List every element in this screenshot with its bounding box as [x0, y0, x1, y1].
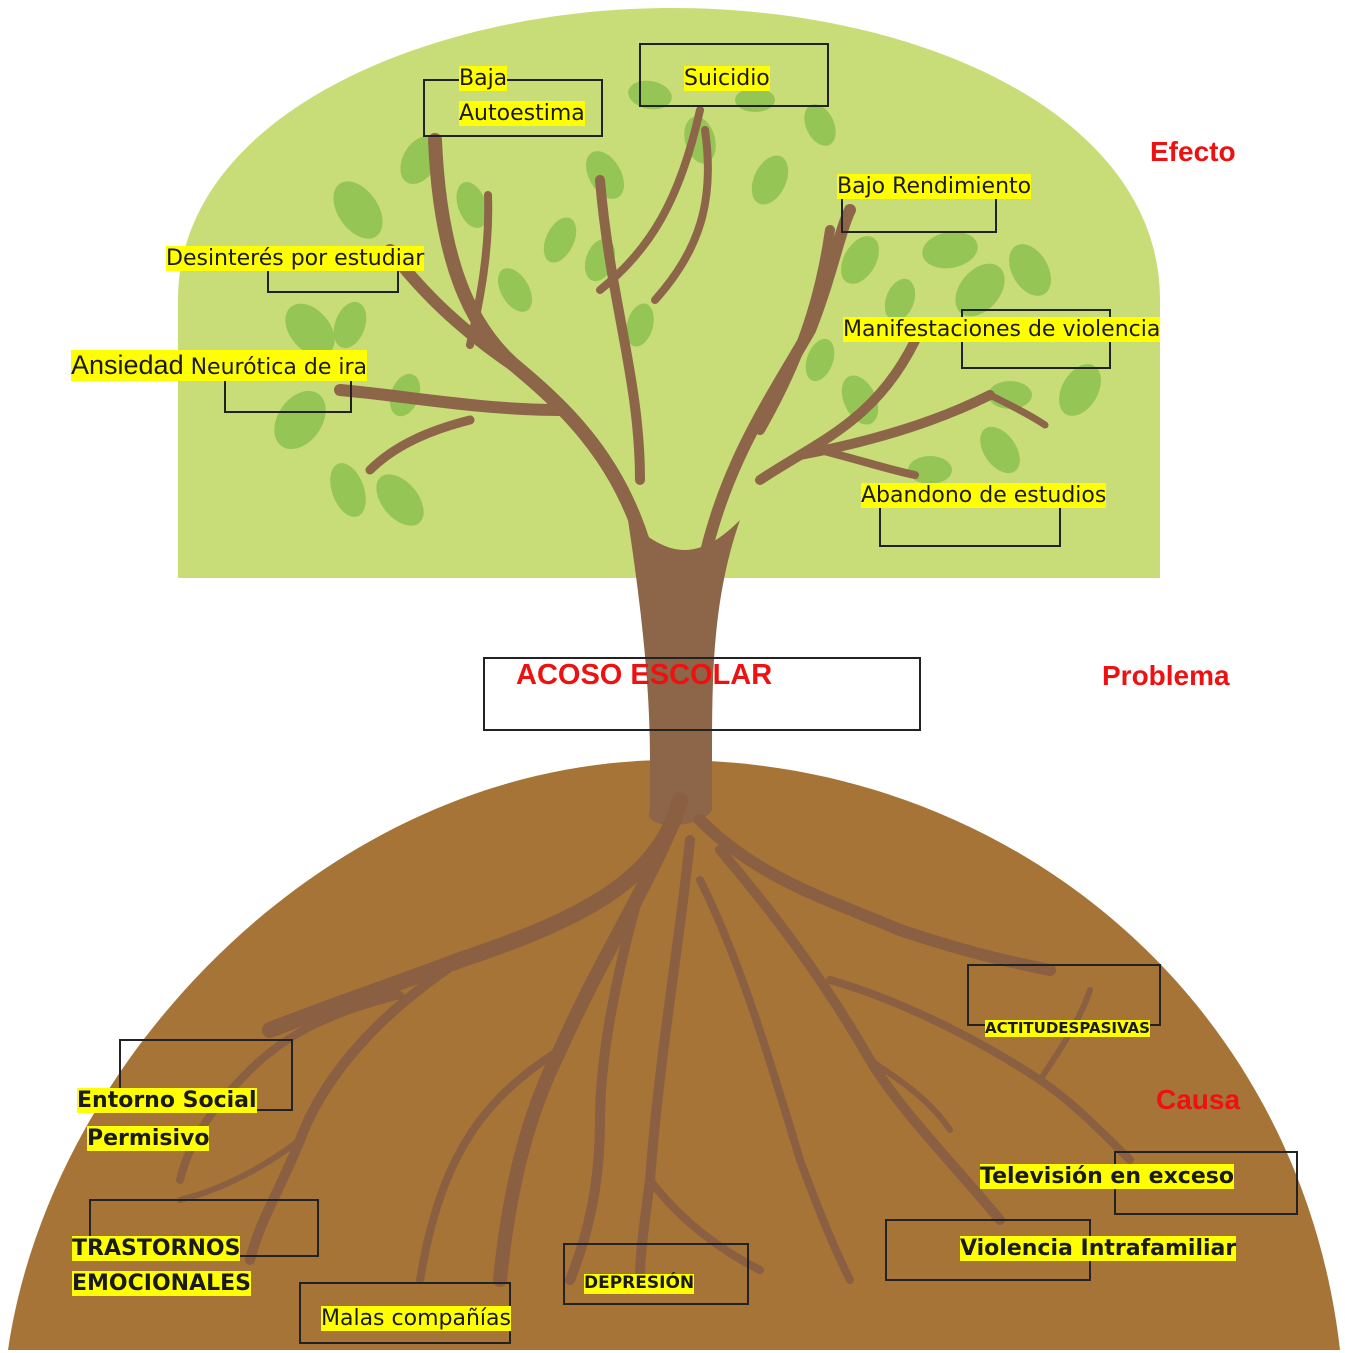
- heading-efecto: Efecto: [1150, 136, 1236, 167]
- cause-trastornos-line1: TRASTORNOS: [72, 1236, 241, 1262]
- problem-label: ACOSO ESCOLAR: [516, 659, 773, 691]
- cause-depresion: DEPRESIÓN: [584, 1273, 695, 1294]
- frame-depresion: [563, 1243, 749, 1305]
- tree-trunk: [628, 520, 740, 825]
- cause-violencia: Violencia Intrafamiliar: [960, 1236, 1237, 1262]
- frame-baja-autoestima: [423, 79, 603, 137]
- frame-acoso-escolar: [483, 657, 921, 731]
- cause-entorno-line1: Entorno Social: [77, 1088, 257, 1114]
- effect-ansiedad-rest: Neurótica de ira: [183, 355, 367, 380]
- effect-baja-line1: Baja: [459, 66, 508, 92]
- ground-soil: [8, 760, 1340, 1350]
- effect-desinteres: Desinterés por estudiar: [166, 246, 425, 272]
- cause-television: Televisión en exceso: [980, 1164, 1234, 1190]
- cause-entorno-line2: Permisivo: [87, 1126, 210, 1152]
- tree-roots: [176, 792, 1134, 1287]
- effect-suicidio: Suicidio: [684, 66, 770, 92]
- effect-baja-line2: Autoestima: [459, 101, 585, 127]
- heading-causa: Causa: [1156, 1084, 1241, 1115]
- effect-bajo-rendimiento: Bajo Rendimiento: [837, 174, 1032, 200]
- effect-ansiedad: Ansiedad Neurótica de ira: [71, 350, 367, 382]
- cause-actitudes: ACTITUDESPASIVAS: [985, 1019, 1150, 1038]
- effect-manifestaciones: Manifestaciones de violencia: [843, 317, 1161, 343]
- effect-abandono: Abandono de estudios: [861, 483, 1107, 509]
- cause-malas: Malas compañías: [321, 1306, 511, 1332]
- tree-branches: [334, 106, 1049, 597]
- effect-ansiedad-word: Ansiedad: [71, 350, 184, 380]
- cause-trastornos-line2: EMOCIONALES: [72, 1271, 251, 1297]
- frame-suicidio: [639, 43, 829, 107]
- heading-problema: Problema: [1102, 660, 1230, 691]
